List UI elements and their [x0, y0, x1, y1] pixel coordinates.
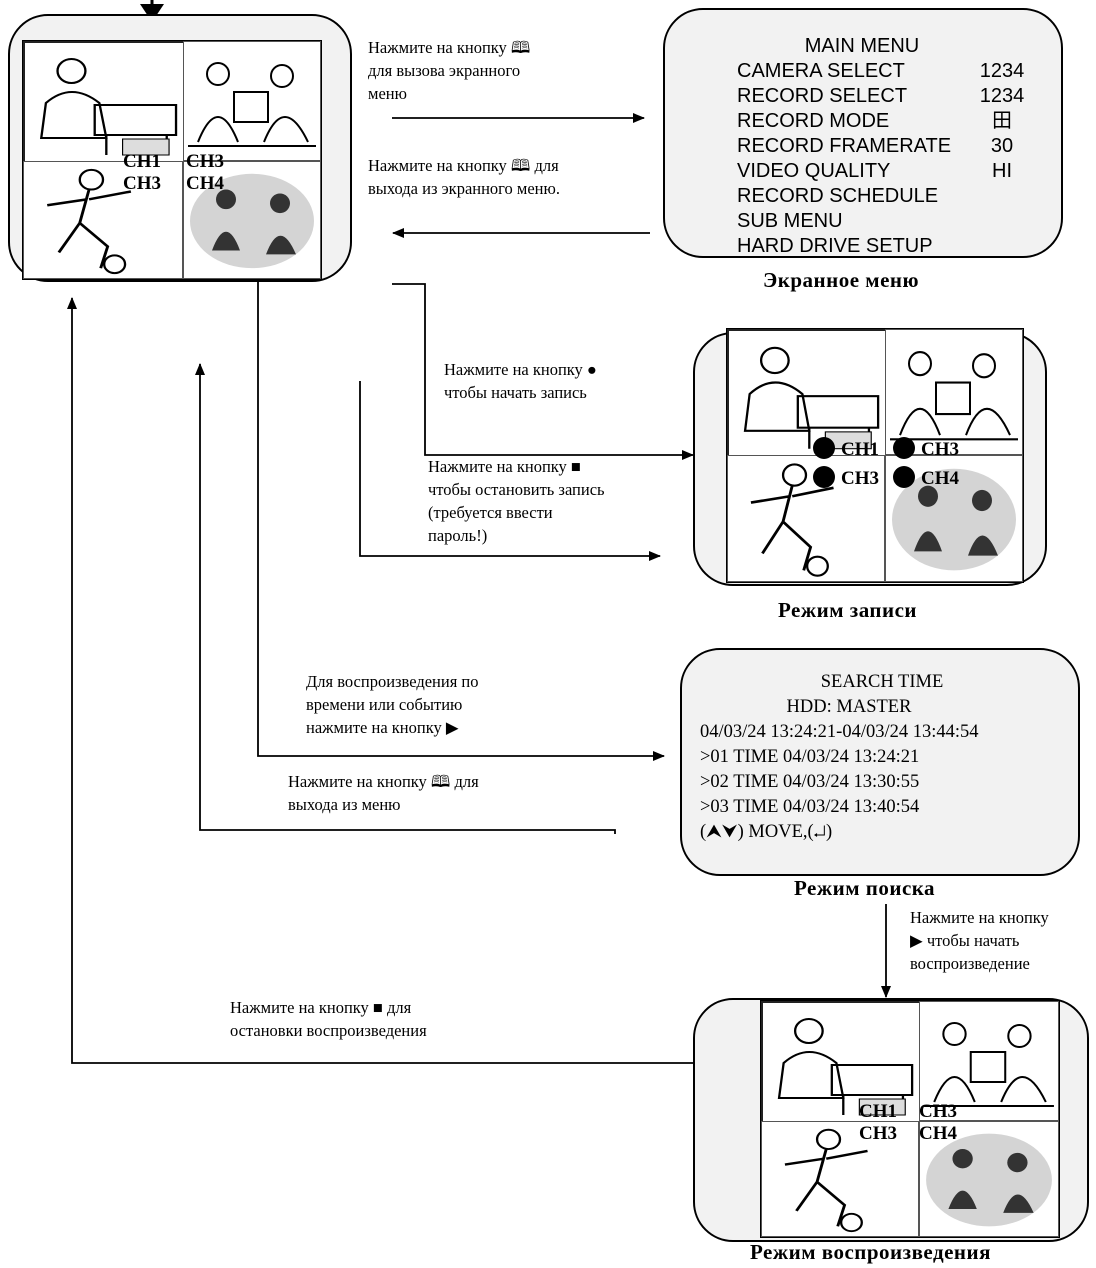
camera-feed-image — [777, 1018, 914, 1116]
camera-feed-image — [188, 62, 316, 147]
channel-label-1: CH1 — [123, 151, 161, 172]
channel-label-2: CH3 — [186, 151, 224, 172]
osd-menu-title: MAIN MENU — [804, 35, 920, 57]
camera-feed-image — [750, 463, 834, 577]
arrow-stop-record — [359, 381, 661, 561]
camera-quad-2 — [183, 41, 321, 161]
osd-menu-item[interactable]: RECORD MODE 田 — [737, 109, 1027, 134]
record-dot-icon — [893, 466, 915, 488]
arrow-playback — [257, 280, 665, 761]
search-entry[interactable]: >03 TIME 04/03/24 13:40:54 — [700, 797, 920, 817]
osd-menu-item-value — [977, 209, 1027, 234]
rec-channel-label-3: CH3 — [813, 466, 879, 490]
search-entries: >01 TIME 04/03/24 13:24:21 >02 TIME 04/03… — [700, 745, 1078, 820]
camera-quad-2 — [885, 329, 1023, 455]
playback-screen: CH1 CH3 CH3 CH4 — [760, 1000, 1060, 1238]
instr-start-record: Нажмите на кнопку ●чтобы начать запись — [444, 360, 597, 402]
osd-menu-item-label: RECORD SCHEDULE — [737, 185, 939, 207]
arrow-stop-playback — [67, 297, 693, 1064]
camera-quad-4 — [919, 1121, 1059, 1237]
osd-menu-item-value — [977, 234, 1027, 259]
osd-menu-item[interactable]: SUB MENU — [737, 209, 1027, 234]
record-mode-screen: CH1 CH3 CH3 CH4 — [726, 328, 1024, 583]
record-dot-icon — [813, 466, 835, 488]
osd-menu-item-label: RECORD FRAMERATE — [737, 135, 952, 157]
osd-menu-item-value: 30 — [990, 135, 1014, 157]
channel-label-2: CH3 — [919, 1101, 957, 1122]
search-entry[interactable]: >01 TIME 04/03/24 13:24:21 — [700, 747, 920, 767]
osd-menu-item[interactable]: HARD DRIVE SETUP — [737, 234, 1027, 259]
osd-menu-item-label: HARD DRIVE SETUP — [737, 235, 933, 257]
camera-quad-2 — [919, 1001, 1059, 1121]
osd-menu-item-value: HI — [992, 160, 1012, 182]
camera-quad-1 — [727, 329, 887, 457]
osd-menu-item-label: RECORD SELECT — [737, 85, 908, 107]
camera-feed-image — [784, 1128, 868, 1233]
camera-feed-image — [743, 346, 880, 450]
channel-label-4: CH4 — [186, 173, 224, 194]
osd-menu-caption: Экранное меню — [763, 268, 920, 292]
camera-feed-image — [890, 351, 1018, 441]
live-view-screen: CH1 CH3 CH3 CH4 — [22, 40, 322, 280]
camera-feed-image — [39, 58, 178, 156]
arrow-exit-search — [195, 363, 616, 834]
channel-label-3: CH3 — [859, 1123, 897, 1144]
entry-arrow — [140, 4, 164, 22]
osd-menu-item-label: VIDEO QUALITY — [737, 160, 891, 182]
camera-feed-image — [46, 168, 132, 275]
channel-label-4: CH4 — [919, 1123, 957, 1144]
camera-quad-4 — [183, 161, 321, 279]
osd-menu-item-label: RECORD MODE — [737, 110, 890, 132]
rec-channel-label-2: CH3 — [893, 437, 959, 461]
search-title: SEARCH TIME — [820, 672, 944, 692]
camera-quad-1 — [23, 41, 185, 163]
camera-quad-1 — [761, 1001, 921, 1123]
osd-menu-item[interactable]: VIDEO QUALITY HI — [737, 159, 1027, 184]
arrow-start-record — [392, 283, 694, 460]
camera-feed-image — [924, 1022, 1054, 1107]
search-caption: Режим поиска — [794, 876, 936, 900]
camera-feed-image — [926, 1133, 1052, 1227]
osd-menu-item[interactable]: RECORD SCHEDULE — [737, 184, 1027, 209]
channel-label-3: CH3 — [123, 173, 161, 194]
osd-menu-item[interactable]: RECORD FRAMERATE 30 — [737, 134, 1027, 159]
osd-menu-item-label: CAMERA SELECT — [737, 60, 905, 82]
search-hdd: HDD: MASTER — [786, 697, 912, 717]
camera-feed-image — [190, 173, 314, 269]
rec-channel-label-4: CH4 — [893, 466, 959, 490]
osd-menu-item-value: 1234 — [979, 60, 1025, 82]
rec-channel-label-1: CH1 — [813, 437, 879, 461]
camera-quad-3 — [727, 455, 885, 582]
search-range: 04/03/24 13:24:21-04/03/24 13:44:54 — [700, 722, 979, 742]
record-dot-icon — [813, 437, 835, 459]
playback-caption: Режим воспроизведения — [750, 1240, 991, 1264]
camera-quad-3 — [761, 1121, 919, 1237]
record-dot-icon — [893, 437, 915, 459]
channel-label-1: CH1 — [859, 1101, 897, 1122]
osd-menu-item[interactable]: CAMERA SELECT 1234 — [737, 59, 1027, 84]
record-mode-caption: Режим записи — [778, 598, 918, 622]
instr-stop-record: Нажмите на кнопку ■чтобы остановить запи… — [428, 457, 605, 545]
osd-menu-item-value: 1234 — [979, 85, 1025, 107]
osd-menu-item-label: SUB MENU — [737, 210, 843, 232]
camera-feed-image — [892, 468, 1016, 571]
search-entry[interactable]: >02 TIME 04/03/24 13:30:55 — [700, 772, 920, 792]
osd-menu-item-value: 田 — [992, 110, 1012, 132]
camera-quad-3 — [23, 161, 183, 279]
search-hint: (⮝⮟) MOVE,(↵) — [700, 822, 833, 842]
search-menu-panel: SEARCH TIME HDD: MASTER 04/03/24 13:24:2… — [680, 648, 1080, 876]
osd-menu-item-value — [977, 184, 1027, 209]
osd-menu-item[interactable]: RECORD SELECT 1234 — [737, 84, 1027, 109]
